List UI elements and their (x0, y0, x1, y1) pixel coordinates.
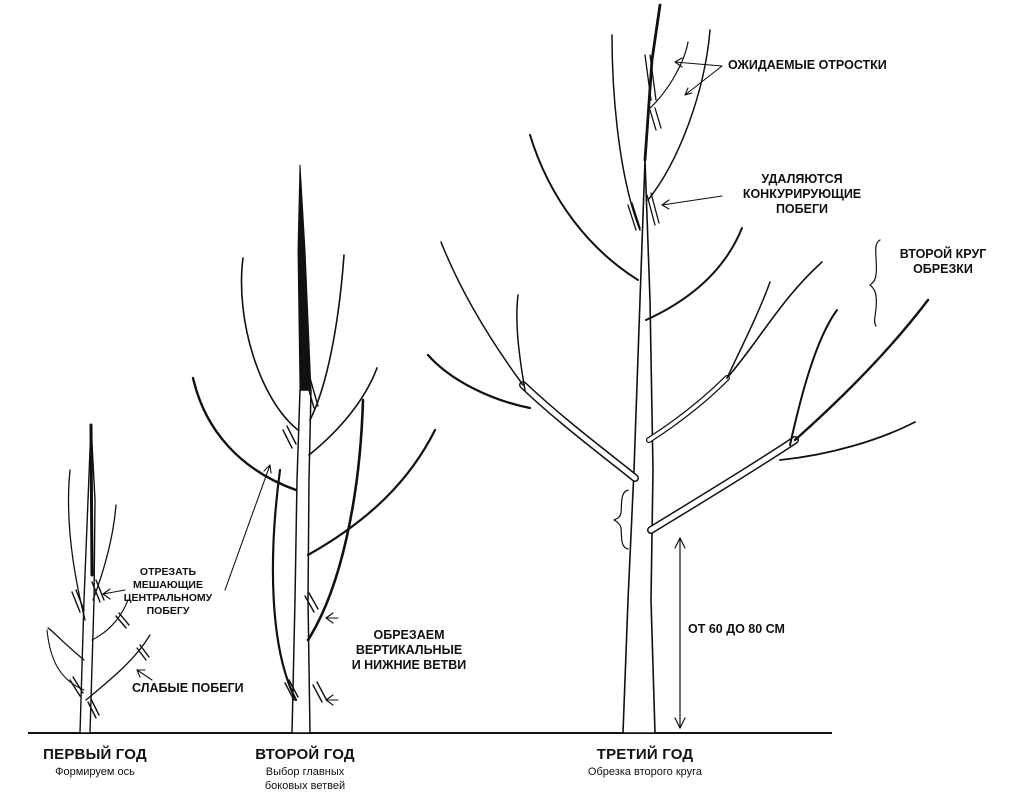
tree1-cut-mark (87, 698, 100, 719)
caption-subtitle: Выбор главных боковых ветвей (230, 765, 380, 793)
height-arrow-heads (674, 537, 686, 729)
tree1-cut-mark (69, 676, 84, 697)
tree1-branch (47, 627, 85, 661)
tree2-branch (271, 468, 298, 702)
tree1-leader (89, 423, 94, 577)
tree2-arrow (325, 694, 339, 706)
tree3-branch (726, 261, 823, 379)
tree2-arrow (224, 464, 272, 591)
tree1-cut-mark (115, 612, 130, 629)
label-line: ОБРЕЗКИ (913, 262, 973, 276)
tree3-branch (647, 41, 689, 111)
label-weak-shoots: СЛАБЫЕ ПОБЕГИ (132, 681, 244, 695)
label-line: ПОБЕГИ (775, 202, 829, 216)
tree-second-year (191, 164, 437, 734)
tree2-cut-mark (284, 679, 299, 701)
caption-subtitle: Обрезка второго круга (587, 766, 703, 778)
tree3-branch (611, 34, 641, 231)
label-line: КОНКУРИРУЮЩИЕ (742, 187, 862, 201)
tree1-arrow (102, 588, 126, 600)
tree1-branch (91, 599, 129, 641)
tree2-branch (309, 254, 345, 421)
caption-title: ТРЕТИЙ ГОД (596, 746, 694, 763)
tree3-cut-mark (644, 54, 657, 101)
tree3-branch (726, 281, 771, 379)
tree1-branch (46, 629, 85, 691)
label-expected-shoots: ОЖИДАЕМЫЕ ОТРОСТКИ (728, 58, 887, 72)
label-cut-interfering: ОТРЕЗАТЬ МЕШАЮЩИЕ ЦЕНТРАЛЬНОМУ ПОБЕГУ (118, 566, 218, 618)
tree3-branch (793, 298, 930, 442)
tree1-branch (85, 634, 151, 701)
label-remove-competing: УДАЛЯЮТСЯ КОНКУРИРУЮЩИЕ ПОБЕГИ (722, 172, 882, 217)
tree3-leader (643, 3, 662, 162)
label-line: ЦЕНТРАЛЬНОМУ (123, 592, 213, 604)
tree3-limb-fill (647, 376, 729, 442)
label-line: ВТОРОЙ КРУГ (899, 247, 987, 261)
tree3-limb-fill (520, 382, 638, 481)
label-second-circle: ВТОРОЙ КРУГ ОБРЕЗКИ (888, 247, 998, 277)
tree3-branch (645, 227, 743, 321)
tree-third-year (426, 3, 930, 734)
label-line: ОБРЕЗАЕМ (373, 628, 445, 642)
tree3-branch (440, 241, 524, 386)
caption-title: ПЕРВЫЙ ГОД (43, 746, 147, 763)
tree3-branch (426, 353, 532, 410)
second-circle-brace (869, 239, 881, 327)
tree3-arrow (674, 57, 723, 68)
tree2-cut-mark (304, 592, 319, 613)
tree-first-year (46, 423, 153, 734)
tree3-cut-mark (646, 192, 660, 226)
caption-second-year: ВТОРОЙ ГОД Выбор главных боковых ветвей (230, 746, 380, 793)
tree3-arrow (661, 195, 723, 210)
tree2-arrow (325, 612, 339, 624)
tree2-cut-mark (282, 425, 297, 449)
caption-subtitle-line: Выбор главных (265, 766, 345, 778)
label-line: ПОБЕГУ (146, 605, 190, 617)
tree2-branch (308, 367, 378, 456)
tree1-branch (92, 504, 117, 601)
label-cut-vertical: ОБРЕЗАЕМ ВЕРТИКАЛЬНЫЕ И НИЖНИЕ ВЕТВИ (344, 628, 474, 673)
tree3-branch (529, 134, 639, 281)
tree3-branch (779, 421, 916, 461)
label-line: ОТРЕЗАТЬ (139, 566, 197, 578)
tree2-branch (306, 428, 437, 557)
caption-title: ВТОРОЙ ГОД (255, 746, 355, 763)
tree3-trunk (622, 159, 656, 734)
tree2-branch (306, 398, 365, 642)
caption-first-year: ПЕРВЫЙ ГОД Формируем ось (20, 746, 170, 779)
label-line: И НИЖНИЕ ВЕТВИ (351, 658, 467, 672)
tree2-cut-mark (305, 377, 319, 409)
label-line: УДАЛЯЮТСЯ (761, 172, 843, 186)
tree1-cut-mark (91, 579, 105, 603)
tree2-branch (240, 257, 299, 431)
tree1-cut-mark (71, 589, 85, 613)
tree1-arrow (136, 669, 153, 681)
label-line: ВЕРТИКАЛЬНЫЕ (355, 643, 463, 657)
tree3-branch (789, 309, 838, 446)
caption-subtitle: Формируем ось (55, 766, 135, 778)
trunk-brace (613, 489, 629, 550)
tree3-cut-mark (649, 107, 662, 131)
tree3-branch (647, 29, 711, 201)
tree3-arrow (684, 65, 723, 96)
tree2-cut-mark (312, 681, 327, 703)
tree3-branch (516, 294, 526, 391)
caption-subtitle-line: боковых ветвей (264, 780, 346, 792)
label-line: МЕШАЮЩИЕ (133, 579, 203, 591)
tree3-limb-fill (648, 437, 798, 533)
label-height-range: ОТ 60 ДО 80 СМ (688, 622, 785, 636)
tree1-branch (67, 469, 86, 621)
tree1-cut-mark (136, 644, 150, 661)
caption-third-year: ТРЕТИЙ ГОД Обрезка второго круга (560, 746, 730, 779)
tree2-leader (297, 164, 312, 391)
tree3-cut-mark (627, 202, 641, 231)
